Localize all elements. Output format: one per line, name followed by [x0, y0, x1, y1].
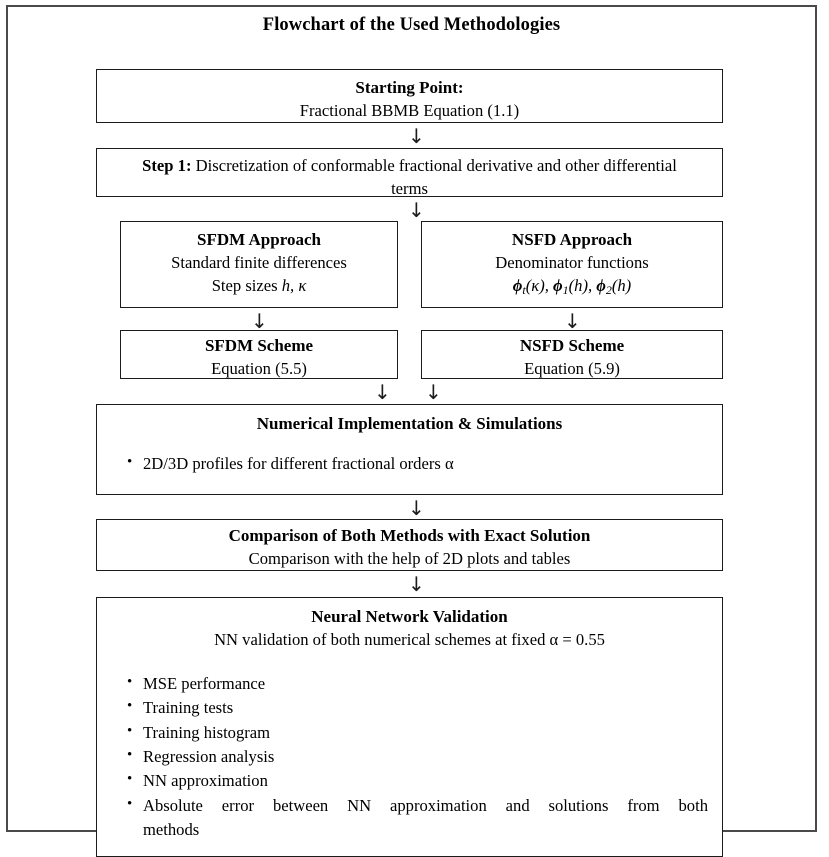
sfdm-step-sizes-label: Step sizes [211, 275, 282, 295]
neural-network-heading: Neural Network Validation [311, 607, 508, 626]
arrow-sfdm-scheme-to-numerical: ↓ [374, 380, 391, 404]
arrow-sfdm-approach-to-scheme: ↓ [251, 309, 268, 333]
list-item: Regression analysis [123, 744, 708, 769]
nn-bullet-2: Training histogram [143, 722, 271, 742]
nsfd-approach-line-2: ϕt(κ), ϕ1(h), ϕ2(h) [422, 275, 722, 298]
starting-point-line-1: Fractional BBMB Equation (1.1) [299, 100, 520, 120]
nn-bullet-1: Training tests [143, 698, 234, 718]
nsfd-denominator-math: ϕt(κ), ϕ1(h), ϕ2(h) [512, 275, 632, 297]
arrow-nsfd-approach-to-scheme: ↓ [564, 309, 581, 333]
sfdm-scheme-line-1: Equation (5.5) [211, 358, 307, 378]
step-1-label: Step 1: [142, 156, 192, 175]
list-item: NN approximation [123, 768, 708, 793]
comparison-heading: Comparison of Both Methods with Exact So… [228, 526, 591, 545]
list-item: MSE performance [123, 671, 708, 696]
comparison-line-1: Comparison with the help of 2D plots and… [248, 548, 571, 568]
node-numerical-implementation: Numerical Implementation & Simulations 2… [96, 404, 723, 495]
node-nsfd-approach: NSFD Approach Denominator functions ϕt(κ… [421, 221, 723, 308]
arrow-numerical-to-comparison: ↓ [408, 496, 425, 520]
list-item: Training tests [123, 695, 708, 720]
node-nsfd-scheme: NSFD Scheme Equation (5.9) [421, 330, 723, 379]
numerical-bullet-0: 2D/3D profiles for different fractional … [143, 453, 454, 473]
step-1-text: Step 1: Discretization of conformable fr… [97, 149, 722, 201]
sfdm-scheme-heading: SFDM Scheme [204, 336, 314, 355]
nsfd-scheme-line-1: Equation (5.9) [524, 358, 620, 378]
sfdm-approach-line-1: Standard finite differences [171, 252, 347, 272]
sfdm-step-sizes-math: h, κ [281, 275, 307, 295]
numerical-implementation-bullets: 2D/3D profiles for different fractional … [123, 451, 722, 476]
neural-network-line-1: NN validation of both numerical schemes … [214, 629, 605, 649]
nn-bullet-5-line-2: methods [143, 820, 200, 840]
node-sfdm-scheme: SFDM Scheme Equation (5.5) [120, 330, 398, 379]
arrow-nsfd-scheme-to-numerical: ↓ [425, 380, 442, 404]
nn-bullet-3: Regression analysis [143, 747, 275, 766]
arrow-step1-to-approaches: ↓ [408, 198, 425, 222]
step-1-body: Discretization of conformable fractional… [191, 156, 677, 198]
starting-point-heading: Starting Point: [355, 78, 464, 97]
arrow-start-to-step1: ↓ [408, 124, 425, 148]
nn-bullet-4: NN approximation [143, 771, 268, 791]
node-comparison: Comparison of Both Methods with Exact So… [96, 519, 723, 571]
node-sfdm-approach: SFDM Approach Standard finite difference… [120, 221, 398, 308]
nn-bullet-5-line-1: Absolute error between NN approximation … [143, 795, 708, 815]
list-item: Absolute error between NN approximation … [123, 793, 708, 843]
nsfd-approach-line-1: Denominator functions [495, 252, 649, 272]
flowchart-frame: Flowchart of the Used Methodologies Star… [6, 5, 817, 857]
node-neural-network-validation: Neural Network Validation NN validation … [96, 597, 723, 857]
nn-bullet-0: MSE performance [143, 673, 266, 693]
arrow-comparison-to-neural-network: ↓ [408, 572, 425, 596]
sfdm-approach-heading: SFDM Approach [197, 230, 321, 249]
nsfd-approach-heading: NSFD Approach [511, 230, 633, 249]
page-title: Flowchart of the Used Methodologies [262, 15, 561, 35]
neural-network-bullets: MSE performance Training tests Training … [123, 671, 722, 843]
sfdm-approach-line-2: Step sizes h, κ [121, 275, 397, 298]
list-item: 2D/3D profiles for different fractional … [123, 451, 722, 476]
numerical-implementation-heading: Numerical Implementation & Simulations [256, 414, 563, 433]
nsfd-scheme-heading: NSFD Scheme [519, 336, 625, 355]
list-item: Training histogram [123, 720, 708, 745]
node-step-1: Step 1: Discretization of conformable fr… [96, 148, 723, 198]
node-starting-point: Starting Point: Fractional BBMB Equation… [96, 69, 723, 123]
